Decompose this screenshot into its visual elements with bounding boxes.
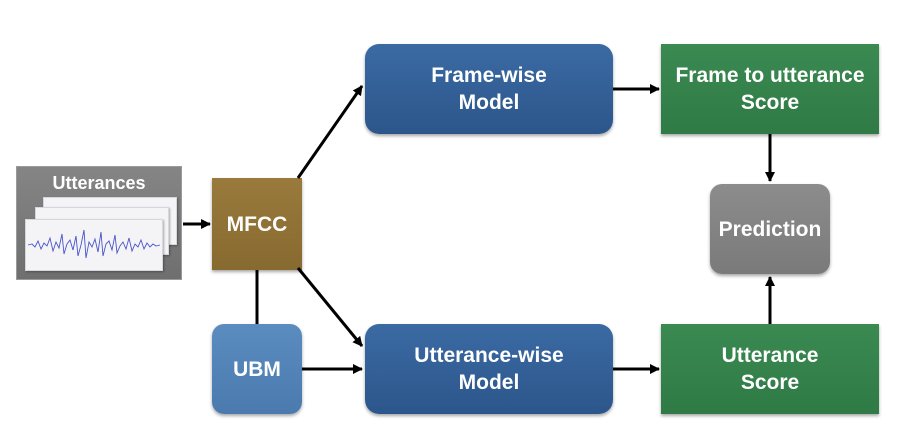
frame-wise-model-label: Frame-wise Model [431,64,547,114]
arrow-mfcc-to-utterance-wise [296,267,364,347]
ubm-label: UBM [233,357,281,381]
ubm-node: UBM [212,324,302,414]
mfcc-label: MFCC [226,212,288,236]
waveform-card-front [25,219,163,271]
frame-to-utterance-score-label: Frame to utterance Score [675,64,865,114]
utterances-label: Utterances [52,173,146,193]
utterance-score-label: Utterance Score [721,344,819,394]
utterance-score-node: Utterance Score [661,324,879,414]
utterance-wise-model-label: Utterance-wise Model [414,344,564,394]
mfcc-node: MFCC [212,178,302,270]
utterance-wise-model-node: Utterance-wise Model [365,324,613,414]
arrow-mfcc-to-frame-wise [296,85,364,179]
frame-wise-model-node: Frame-wise Model [365,44,613,134]
prediction-label: Prediction [718,217,822,241]
frame-to-utterance-score-node: Frame to utterance Score [661,44,879,134]
waveform-icon [27,229,161,259]
utterances-panel: Utterances [16,166,182,280]
prediction-node: Prediction [710,184,830,274]
